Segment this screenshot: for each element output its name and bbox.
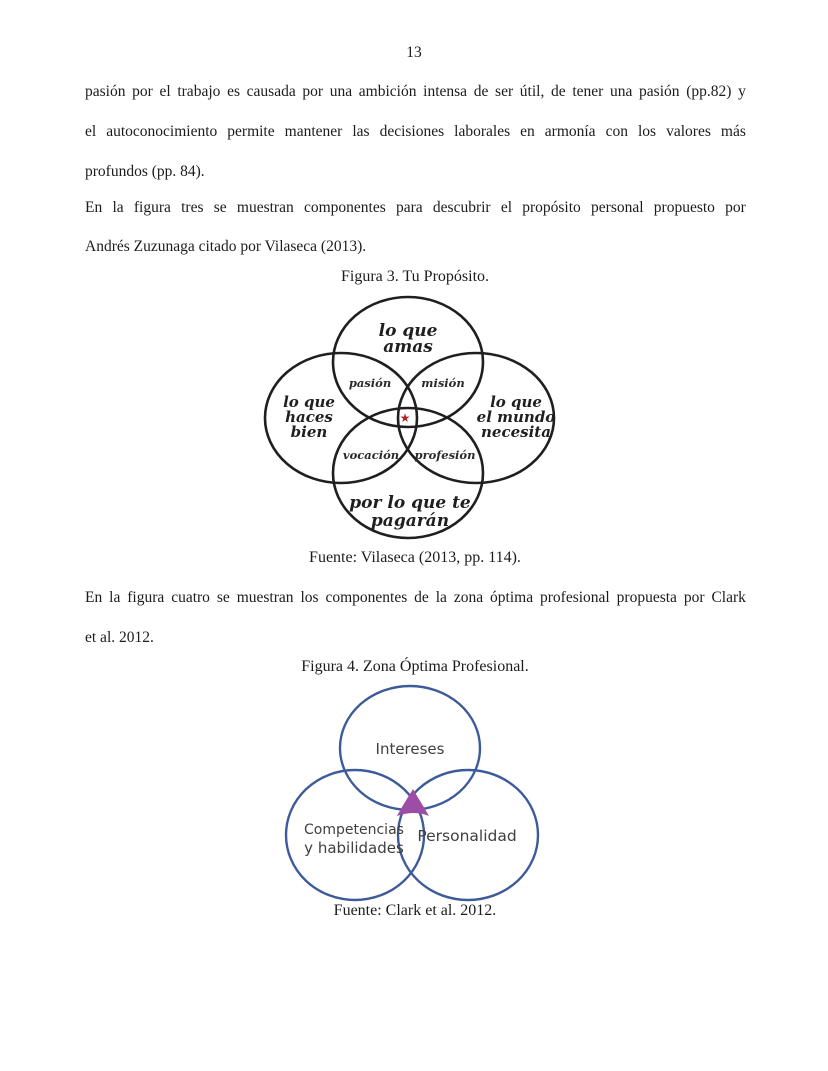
text-line: profundos (pp. 84). [85, 163, 205, 180]
label-profesion: profesión [415, 448, 476, 462]
label-right-line2: el mundo [477, 408, 556, 426]
label-left-line2: haces [285, 408, 333, 426]
figure4-caption: Fuente: Clark et al. 2012. [333, 902, 497, 919]
label-habilidades: y habilidades [304, 839, 404, 857]
venn-diagram-zona-optima: Intereses Competencias y habilidades Per… [284, 684, 540, 902]
label-right-line1: lo que [490, 393, 542, 411]
circle-por-lo-que-te-pagaran [331, 406, 485, 540]
circle-personalidad [396, 768, 540, 902]
label-bottom-line2: pagarán [371, 511, 449, 531]
circle-lo-que-el-mundo-necesita [396, 351, 556, 485]
circle-competencias [284, 768, 426, 902]
page-number: 13 [406, 44, 422, 61]
figure4-title: Figura 4. Zona Óptima Profesional. [301, 658, 529, 675]
center-star-icon: ★ [400, 411, 411, 425]
label-mision: misión [421, 376, 464, 390]
label-bottom-line1: por lo que te [349, 493, 471, 513]
label-competencias: Competencias [304, 822, 404, 838]
label-left-line3: bien [291, 423, 328, 441]
label-vocacion: vocación [343, 448, 399, 462]
label-intereses: Intereses [376, 740, 445, 758]
figure3-title: Figura 3. Tu Propósito. [340, 268, 490, 285]
label-top-line1: lo que [379, 321, 438, 341]
label-personalidad: Personalidad [417, 827, 516, 845]
center-triangle-icon [397, 789, 429, 816]
label-top-line2: amas [383, 337, 433, 357]
circle-lo-que-amas [331, 295, 485, 429]
label-left-line1: lo que [283, 393, 335, 411]
figure3-caption: Fuente: Vilaseca (2013, pp. 114). [309, 549, 521, 566]
label-right-line3: necesita [481, 423, 551, 441]
circle-lo-que-haces-bien [263, 351, 419, 485]
label-pasion: pasión [349, 376, 391, 390]
text-line: et al. 2012. [85, 629, 154, 646]
venn-diagram-tu-proposito: lo que amas lo que haces bien lo que el … [263, 295, 556, 540]
text-line: Andrés Zuzunaga citado por Vilaseca (201… [85, 238, 367, 255]
